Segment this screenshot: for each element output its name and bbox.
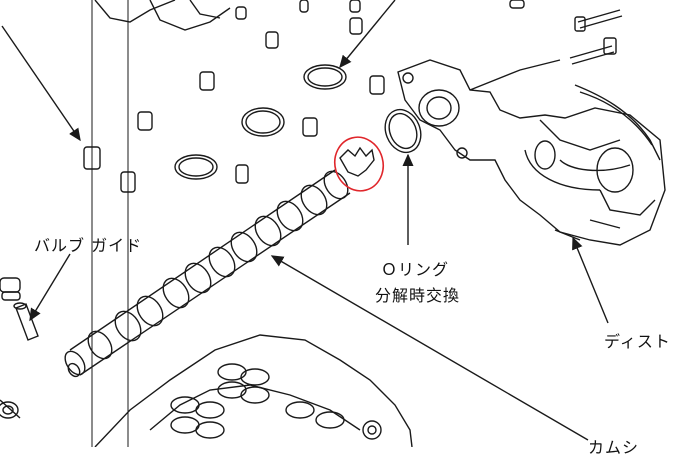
exploded-parts-diagram <box>0 0 666 447</box>
o-rings-small <box>174 64 347 180</box>
camshaft-label: カムシ <box>588 438 640 457</box>
leader-top-center <box>339 0 396 69</box>
leader-top-left <box>1 25 81 142</box>
distributor-assembly <box>397 59 666 246</box>
valve-guide-label: バルブ ガイド <box>34 236 143 255</box>
dowel-pins <box>137 17 385 184</box>
leader-distributor <box>572 236 609 324</box>
leader-camshaft <box>270 255 589 441</box>
cylinder-head-bottom <box>0 334 413 447</box>
bolts <box>569 9 623 65</box>
leader-valve-guide <box>29 253 71 322</box>
distributor-label: ディスト <box>604 332 671 351</box>
camshaft <box>64 146 375 378</box>
alignment-lines <box>91 0 129 447</box>
highlight-circle <box>333 136 385 192</box>
cylinder-head-top <box>94 0 525 31</box>
o-ring-label: Ｏリング <box>381 260 450 279</box>
distributor-o-ring <box>384 108 422 154</box>
o-ring-note-label: 分解時交換 <box>375 286 461 305</box>
